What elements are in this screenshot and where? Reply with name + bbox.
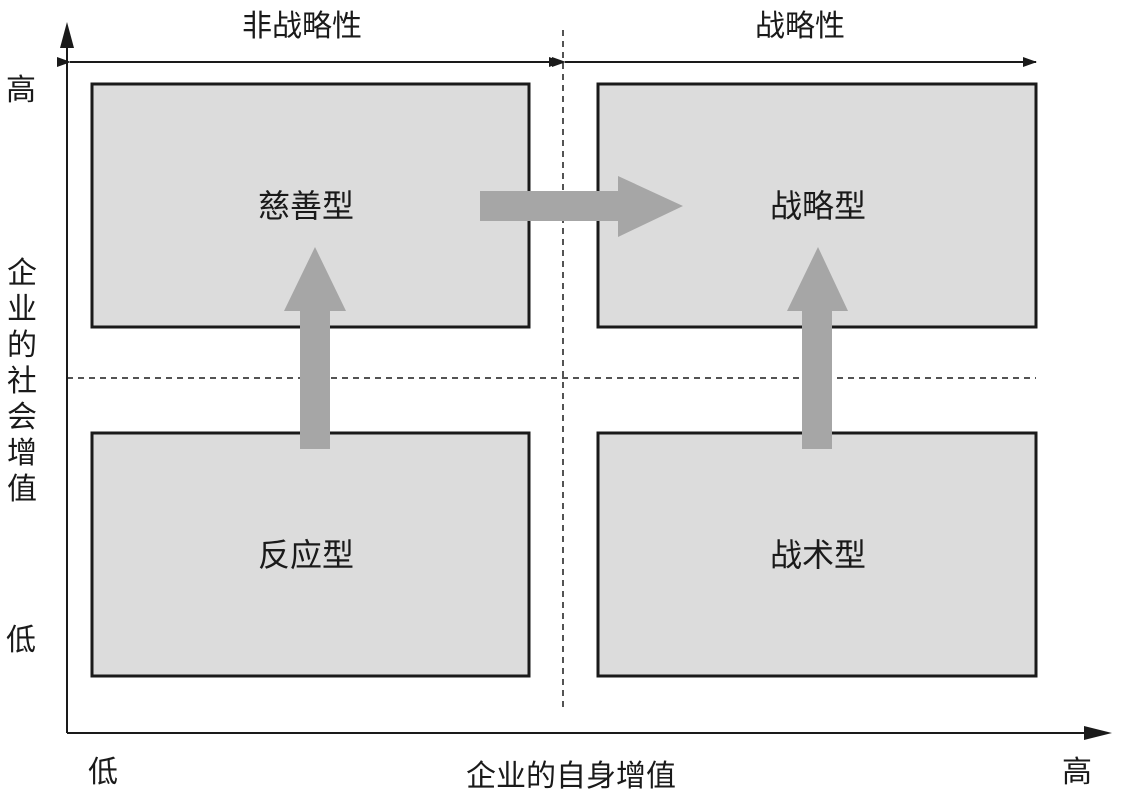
y-axis-high-label: 高	[6, 73, 36, 108]
x-axis-arrowhead	[1084, 726, 1112, 740]
quadrant-box-bottom-left	[90, 431, 531, 678]
quadrant-label-top-left: 慈善型	[258, 187, 354, 225]
quadrant-box-bottom-right	[596, 431, 1038, 678]
y-axis-low-label: 低	[6, 623, 36, 658]
transition-arrow-right	[480, 176, 683, 237]
transition-arrow-up-right	[787, 247, 848, 449]
x-axis-low-label: 低	[88, 755, 118, 790]
quadrant-label-bottom-right: 战术型	[770, 536, 866, 574]
x-axis-high-label: 高	[1062, 755, 1092, 790]
x-axis-title: 企业的自身增值	[466, 759, 676, 794]
section-label-strategic: 战略性	[755, 9, 845, 44]
y-axis-title: 企业的社会增值	[7, 256, 37, 507]
quadrant-label-bottom-left: 反应型	[258, 536, 354, 574]
y-axis-arrowhead	[60, 22, 74, 48]
quadrant-label-top-right: 战略型	[770, 187, 866, 225]
section-label-non-strategic: 非战略性	[242, 9, 362, 44]
transition-arrow-up-left	[284, 247, 346, 449]
